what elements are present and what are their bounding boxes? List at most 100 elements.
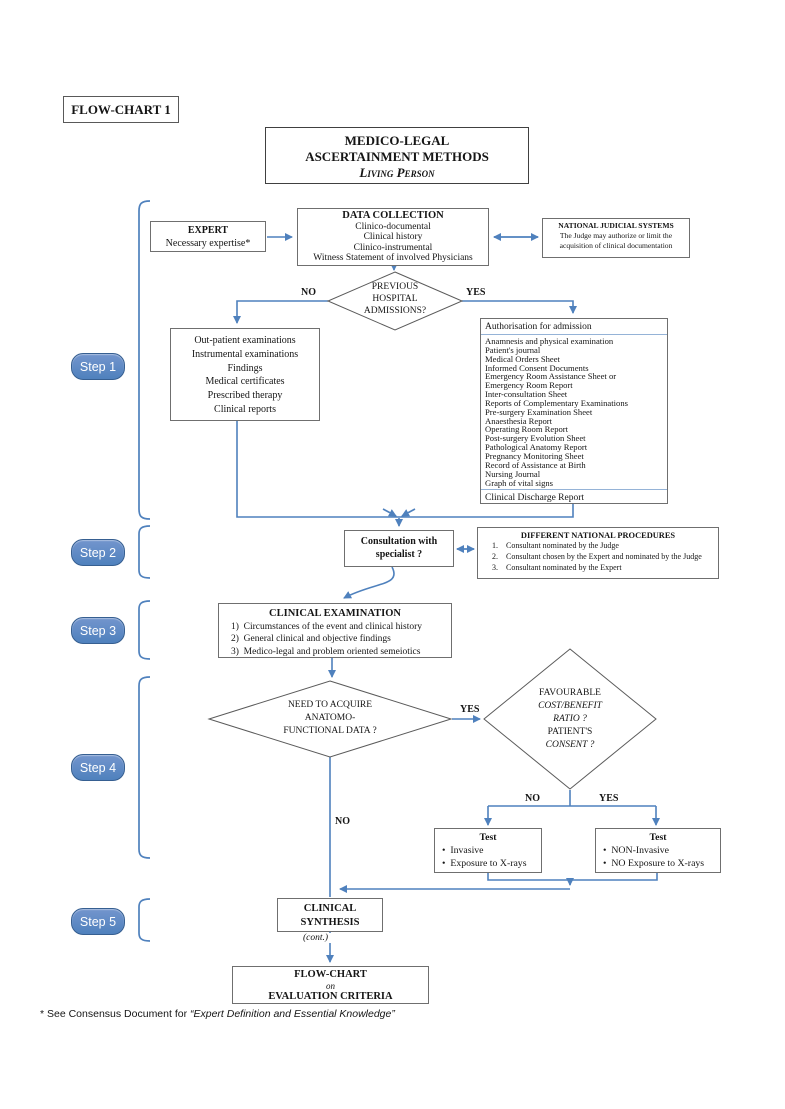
flowchart-label: FLOW-CHART 1 bbox=[71, 102, 171, 117]
diamond-text-line: FUNCTIONAL DATA ? bbox=[283, 726, 377, 736]
favourable-yes-label: YES bbox=[597, 793, 621, 804]
need-acquire-lines: NEED TO ACQUIRE ANATOMO- FUNCTIONAL DATA ? bbox=[245, 699, 415, 738]
step-1-label: Step 1 bbox=[79, 359, 117, 374]
previous-admissions-diamond bbox=[326, 271, 464, 331]
data-collection-item: Clinical history bbox=[363, 232, 423, 243]
admission-records-header: Authorisation for admission bbox=[481, 319, 667, 335]
clinical-examination-box: CLINICAL EXAMINATION Circumstances of th… bbox=[218, 603, 452, 658]
title-line2: ASCERTAINMENT METHODS bbox=[305, 149, 489, 164]
need-acquire-diamond bbox=[207, 680, 453, 758]
favourable-no-label: NO bbox=[523, 793, 542, 804]
diamond-text-line: ANATOMO- bbox=[304, 713, 356, 723]
expert-subtitle: Necessary expertise* bbox=[165, 238, 251, 249]
diamond-text-line: HOSPITAL bbox=[372, 294, 418, 304]
admission-records-box: Authorisation for admission Anamnesis an… bbox=[480, 318, 668, 504]
data-collection-item: Clinico-instrumental bbox=[353, 242, 433, 253]
continuation-label: (cont.) bbox=[300, 933, 332, 943]
admission-record-item: Medical Orders Sheet bbox=[485, 353, 560, 364]
need-acquire-yes-label: YES bbox=[458, 704, 482, 715]
test-invasive-box: Test InvasiveExposure to X-rays bbox=[434, 828, 542, 873]
expert-title: EXPERT bbox=[187, 225, 229, 236]
admission-record-item: Pregnancy Monitoring Sheet bbox=[485, 450, 584, 461]
favourable-diamond bbox=[483, 648, 657, 790]
test-noninvasive-item: NON-Invasive bbox=[603, 844, 720, 857]
step-2-label: Step 2 bbox=[79, 545, 117, 560]
national-procedure-item: Consultant nominated by the Judge bbox=[506, 541, 619, 550]
step-brackets bbox=[138, 200, 151, 942]
test-invasive-title: Test bbox=[479, 832, 497, 843]
title-box: MEDICO-LEGAL ASCERTAINMENT METHODS Livin… bbox=[265, 127, 529, 184]
test-noninvasive-list: NON-InvasiveNO Exposure to X-rays bbox=[596, 844, 720, 870]
national-procedures-box: DIFFERENT NATIONAL PROCEDURES Consultant… bbox=[477, 527, 719, 579]
step-5-label: Step 5 bbox=[79, 914, 117, 929]
admission-record-item: Pre-surgery Examination Sheet bbox=[485, 406, 593, 417]
evaluation-line1: FLOW-CHART bbox=[294, 969, 367, 980]
diamond-text-line: ADMISSIONS? bbox=[363, 306, 427, 316]
diamond-text-line: NEED TO ACQUIRE bbox=[287, 700, 373, 710]
title-line3: Living Person bbox=[359, 165, 435, 180]
need-acquire-no-label: NO bbox=[333, 816, 352, 827]
test-invasive-list: InvasiveExposure to X-rays bbox=[435, 844, 541, 870]
footnote: * See Consensus Document for “Expert Def… bbox=[40, 1008, 395, 1020]
clinical-examination-item: Medico-legal and problem oriented semeio… bbox=[243, 646, 421, 657]
step-3-label: Step 3 bbox=[79, 623, 117, 638]
step-2-badge: Step 2 bbox=[71, 539, 125, 566]
clinical-synthesis-line1: CLINICAL bbox=[303, 903, 357, 914]
favourable-line1: FAVOURABLE bbox=[539, 688, 601, 698]
admission-record-item: Patient's journal bbox=[485, 344, 541, 355]
national-judicial-body: The Judge may authorize or limit the acq… bbox=[559, 230, 673, 250]
favourable-line2: COST/BENEFIT bbox=[538, 701, 602, 711]
clinical-synthesis-line2: SYNTHESIS bbox=[300, 917, 360, 928]
evaluation-line2: on bbox=[326, 981, 335, 991]
test-noninvasive-box: Test NON-InvasiveNO Exposure to X-rays bbox=[595, 828, 721, 873]
favourable-diamond-text: FAVOURABLE COST/BENEFIT RATIO ? PATIENT'… bbox=[505, 687, 635, 752]
admission-record-item: Post-surgery Evolution Sheet bbox=[485, 433, 586, 444]
data-collection-title: DATA COLLECTION bbox=[342, 210, 444, 221]
national-procedure-item: Consultant nominated by the Expert bbox=[506, 562, 622, 572]
consultation-box: Consultation with specialist ? bbox=[344, 530, 454, 567]
clinical-synthesis-box: CLINICAL SYNTHESIS bbox=[277, 898, 383, 932]
test-invasive-item: Exposure to X-rays bbox=[442, 857, 541, 870]
national-procedure-item: Consultant chosen by the Expert and nomi… bbox=[506, 551, 702, 561]
national-procedures-title: DIFFERENT NATIONAL PROCEDURES bbox=[520, 531, 676, 540]
test-noninvasive-item: NO Exposure to X-rays bbox=[603, 857, 720, 870]
admission-record-item: Informed Consent Documents bbox=[485, 362, 589, 373]
outpatient-record-item: Prescribed therapy bbox=[207, 390, 283, 402]
title-line1: MEDICO-LEGAL bbox=[344, 133, 450, 148]
previous-admissions-lines: PREVIOUS HOSPITAL ADMISSIONS? bbox=[340, 281, 450, 317]
admission-record-item: Emergency Room Assistance Sheet or bbox=[485, 371, 617, 382]
admission-record-item: Record of Assistance at Birth bbox=[485, 459, 586, 470]
step-4-badge: Step 4 bbox=[71, 754, 125, 781]
favourable-line5: CONSENT ? bbox=[545, 740, 595, 750]
diamond-text-line: PREVIOUS bbox=[371, 282, 419, 292]
admission-record-item: Nursing Journal bbox=[485, 468, 541, 479]
outpatient-record-item: Out-patient examinations bbox=[194, 335, 296, 346]
outpatient-record-item: Instrumental examinations bbox=[191, 348, 299, 360]
flowchart-label-box: FLOW-CHART 1 bbox=[63, 96, 179, 123]
step-5-badge: Step 5 bbox=[71, 908, 125, 935]
outpatient-record-item: Findings bbox=[227, 362, 263, 374]
expert-box: EXPERT Necessary expertise* bbox=[150, 221, 266, 252]
previous-admissions-diamond-text: PREVIOUS HOSPITAL ADMISSIONS? bbox=[340, 281, 450, 317]
flow-arrows bbox=[233, 233, 660, 963]
national-judicial-title: NATIONAL JUDICIAL SYSTEMS bbox=[558, 221, 674, 230]
data-collection-item: Witness Statement of involved Physicians bbox=[313, 253, 473, 264]
clinical-examination-item: General clinical and objective findings bbox=[243, 634, 391, 645]
consultation-line2: specialist ? bbox=[375, 549, 423, 560]
data-collection-item: Clinico-documental bbox=[355, 221, 431, 232]
admission-record-item: Reports of Complementary Examinations bbox=[485, 397, 628, 408]
admission-record-item: Inter-consultation Sheet bbox=[485, 389, 568, 400]
step-4-label: Step 4 bbox=[79, 760, 117, 775]
admission-record-item: Operating Room Report bbox=[485, 424, 569, 435]
admission-record-item: Anaesthesia Report bbox=[485, 415, 553, 426]
clinical-examination-item: Circumstances of the event and clinical … bbox=[243, 622, 423, 632]
favourable-line4: PATIENT'S bbox=[547, 727, 593, 737]
admission-record-item: Emergency Room Report bbox=[485, 380, 573, 391]
